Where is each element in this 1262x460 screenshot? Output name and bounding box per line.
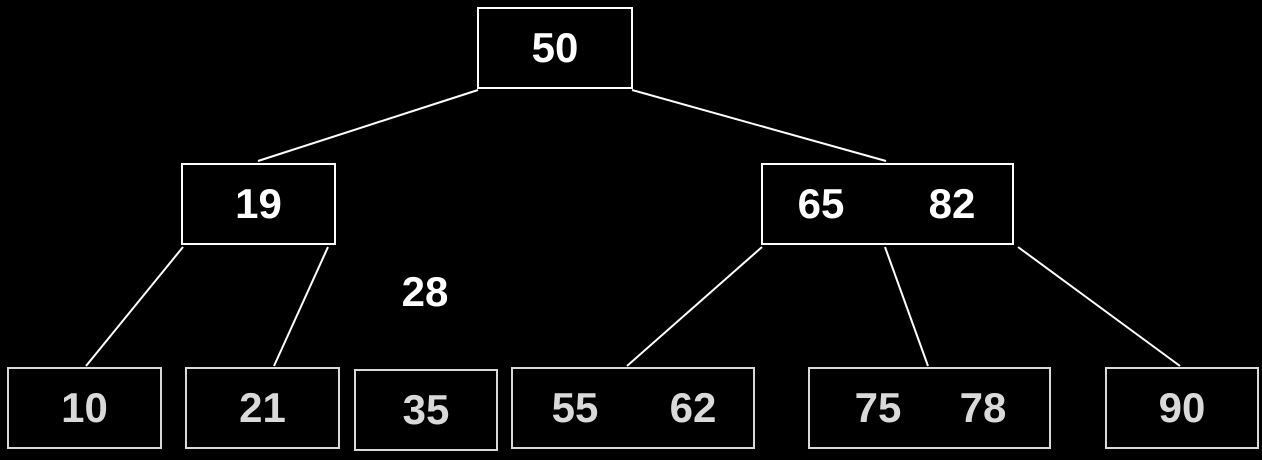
node-65-82-key-1: 65 xyxy=(797,180,845,227)
leaf-55-62-key-1: 55 xyxy=(551,384,599,431)
leaf-90-key-1: 90 xyxy=(1158,384,1206,431)
leaf-75-78: 75 78 xyxy=(808,367,1051,449)
edge-65-82-to-75-78 xyxy=(884,246,929,367)
leaf-21: 21 xyxy=(185,367,340,449)
edge-19-to-21 xyxy=(273,246,329,367)
leaf-75-78-key-1: 75 xyxy=(854,384,902,431)
edge-19-to-10 xyxy=(85,246,184,367)
node-65-82: 65 82 xyxy=(761,163,1014,245)
edge-root-to-19 xyxy=(257,89,479,162)
root-node: 50 xyxy=(477,7,633,89)
leaf-21-key-1: 21 xyxy=(239,384,286,431)
floating-key: 28 xyxy=(401,268,449,315)
leaf-90: 90 xyxy=(1105,367,1259,449)
leaf-10-key-1: 10 xyxy=(61,384,108,431)
leaf-35-key-1: 35 xyxy=(402,386,450,433)
root-key-1: 50 xyxy=(531,24,579,71)
edge-65-82-to-90 xyxy=(1017,246,1181,367)
leaf-55-62-key-2: 62 xyxy=(669,384,717,431)
leaf-10: 10 xyxy=(7,367,162,449)
leaf-35: 35 xyxy=(354,369,498,451)
edge-root-to-65-82 xyxy=(631,89,887,162)
edge-65-82-to-55-62 xyxy=(626,246,763,367)
leaf-55-62: 55 62 xyxy=(511,367,755,449)
node-19: 19 xyxy=(181,163,336,245)
node-19-key-1: 19 xyxy=(235,180,282,227)
leaf-75-78-key-2: 78 xyxy=(959,384,1007,431)
node-65-82-key-2: 82 xyxy=(928,180,976,227)
